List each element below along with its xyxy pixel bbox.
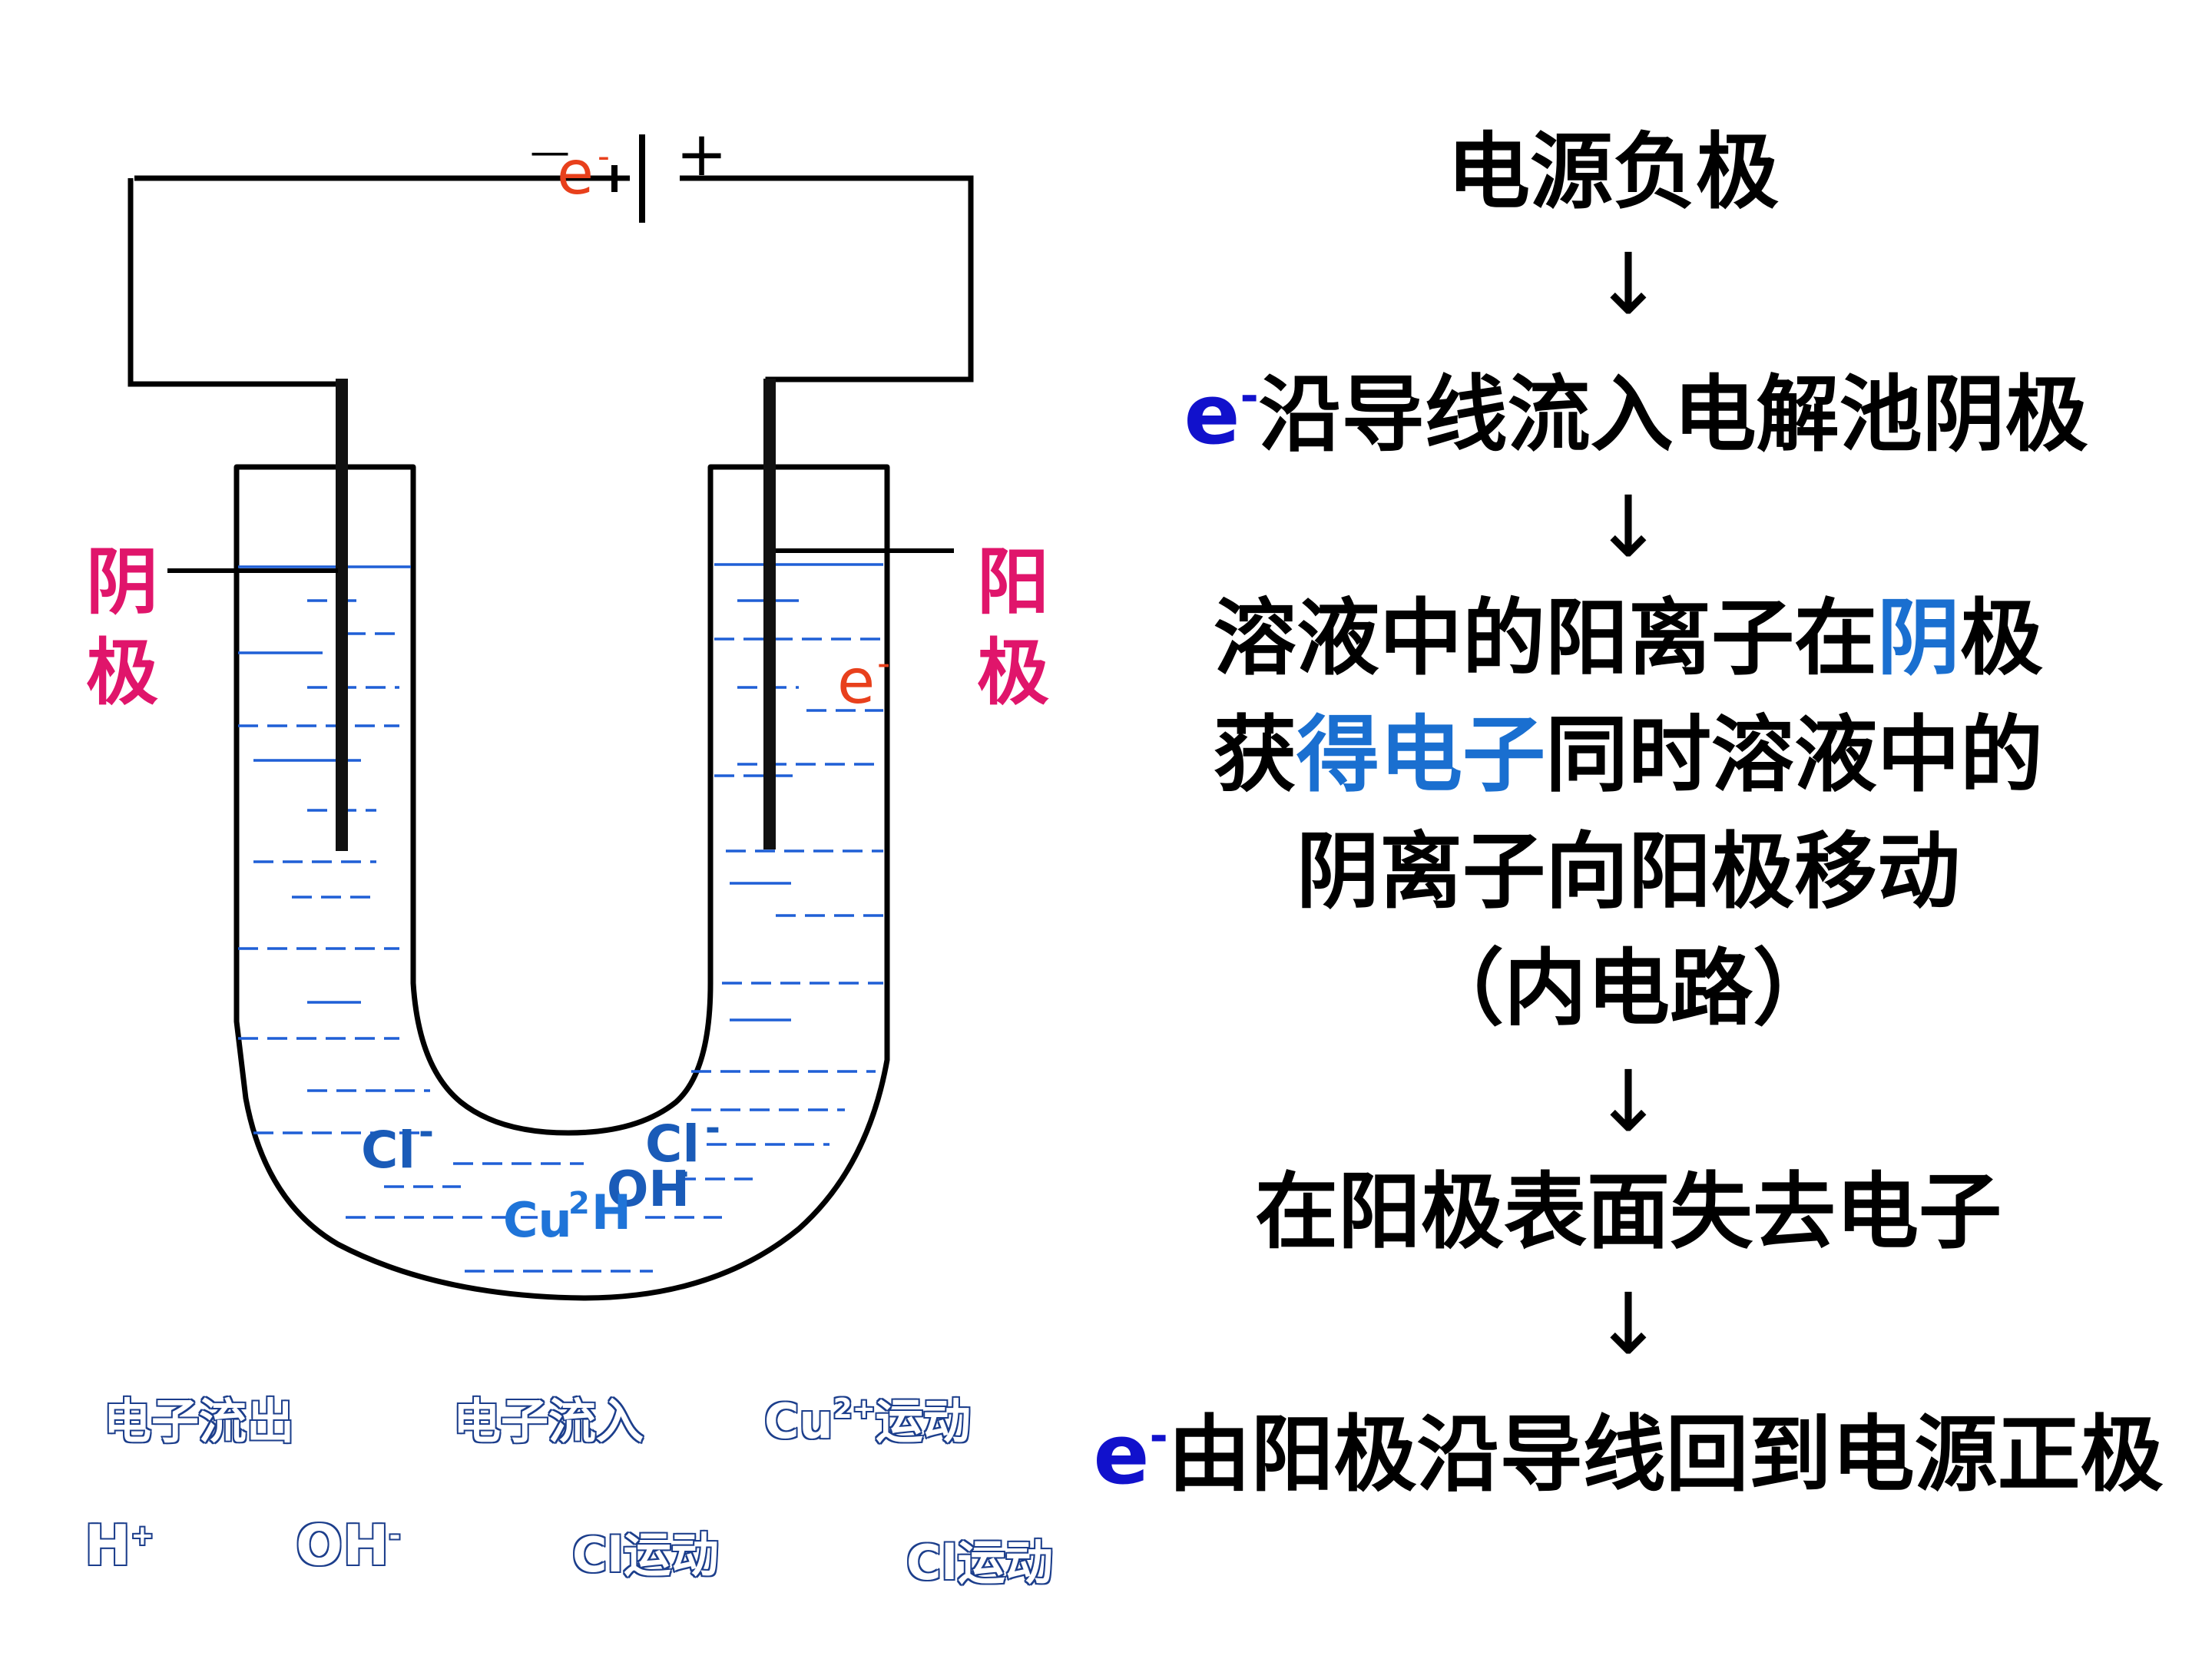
electron-label-anode: e: [837, 646, 875, 717]
ion-oh-minus: -: [674, 1151, 689, 1193]
flow-step-3-line-2-hl: 得电子: [1296, 707, 1545, 803]
flow-step-5: e-由阳极沿导线回到电源正极: [1060, 1378, 2197, 1513]
flow-step-3-line-2: 获得电子同时溶液中的: [1060, 697, 2197, 814]
flow-step-2-e: e: [1184, 367, 1240, 463]
ion-oh: OH: [607, 1161, 690, 1218]
legend-oh-sup: -: [388, 1519, 402, 1553]
flow-step-1: 电源负极: [1446, 124, 1779, 220]
legend-row-2: H+ OH- Cl运动 Cl运动: [0, 1505, 1152, 1613]
flow-step-3-line-1-b: 极: [1960, 591, 2044, 687]
legend-cl-motion-1: Cl运动: [571, 1526, 720, 1584]
flow-step-2-text: 沿导线流入电解池阴极: [1258, 367, 2088, 463]
ion-cu: Cu: [503, 1192, 572, 1248]
flow-step-3-line-4: （内电路）: [1420, 941, 1836, 1037]
legend-h-sup: +: [130, 1519, 155, 1553]
anode-label-1: 阳: [977, 541, 1049, 624]
battery-symbol: — + e -: [530, 118, 727, 223]
electron-label-top: e: [557, 139, 594, 208]
legend-cu-motion-a: Cu: [763, 1392, 835, 1451]
flow-step-3-line-1: 溶液中的阳离子在阴极: [1060, 581, 2197, 697]
legend-cu-motion-sup: 2+: [832, 1392, 876, 1426]
legend-electron-out: 电子流出: [102, 1392, 295, 1451]
flow-step-3-line-2-b: 同时溶液中的: [1545, 707, 2044, 803]
legend-oh-a: OH: [294, 1512, 389, 1579]
ion-cl-right-minus: -: [705, 1107, 720, 1150]
ion-cl-left-minus: -: [419, 1111, 434, 1154]
ion-cl-left: Cl: [361, 1121, 416, 1180]
flow-step-5-text: 由阳极沿导线回到电源正极: [1167, 1407, 2164, 1503]
electron-minus-top: -: [598, 137, 610, 176]
cathode-label-1: 阴: [86, 541, 158, 624]
flow-step-3-line-2-a: 获: [1213, 707, 1296, 803]
legend-cu-motion: Cu2+运动: [763, 1382, 972, 1452]
flow-step-2: e-沿导线流入电解池阴极: [1075, 338, 2197, 473]
flow-step-5-sup: -: [1149, 1409, 1168, 1462]
circuit-wire: [127, 175, 974, 387]
flow-step-5-e: e: [1093, 1407, 1150, 1503]
ion-h: H: [591, 1184, 631, 1240]
flow-step-4: 在阳极表面失去电子: [1254, 1164, 2002, 1260]
battery-negative-label: —: [530, 129, 570, 175]
battery-positive-label: +: [676, 118, 727, 190]
u-tube-outline: [233, 464, 890, 1301]
flow-arrow-3: ↓: [1592, 1052, 1664, 1151]
legend-cl-motion-2: Cl运动: [906, 1534, 1055, 1592]
flow-step-3: 溶液中的阳离子在阴极 获得电子同时溶液中的 阴离子向阳极移动 （内电路）: [1060, 581, 2197, 1048]
legend-electron-in: 电子流入: [452, 1392, 644, 1451]
flow-step-2-sup: -: [1240, 369, 1259, 422]
flow-step-3-line-3: 阴离子向阳极移动: [1296, 824, 1960, 920]
electron-minus-anode: -: [877, 642, 890, 685]
flow-arrow-4: ↓: [1592, 1275, 1664, 1373]
legend-cu-motion-b: 运动: [874, 1392, 972, 1451]
ion-cl-right: Cl: [645, 1114, 700, 1174]
solution-dashes: [238, 563, 883, 1273]
legend-oh: OH-: [294, 1512, 402, 1579]
cathode-label-2: 极: [86, 631, 158, 715]
flow-arrow-2: ↓: [1592, 478, 1664, 576]
legend-row-1: 电子流出 电子流入 Cu2+运动: [0, 1375, 1152, 1482]
flow-step-3-line-1-hl: 阴: [1876, 591, 1960, 687]
ion-cu-sup: 2: [568, 1186, 590, 1221]
legend-h: H+: [83, 1512, 155, 1579]
flow-arrow-1: ↓: [1592, 235, 1664, 333]
legend-h-a: H: [83, 1512, 131, 1579]
anode-label-2: 极: [977, 631, 1049, 715]
electrolysis-diagram: — + e - 阴 极 阳 极 e - Cl - Cl - OH - Cu 2 …: [86, 118, 1049, 1301]
process-flow: 电源负极 ↓ e-沿导线流入电解池阴极 ↓ 溶液中的阳离子在阴极 获得电子同时溶…: [1060, 115, 2197, 1513]
flow-step-3-line-1-a: 溶液中的阳离子在: [1213, 591, 1877, 687]
